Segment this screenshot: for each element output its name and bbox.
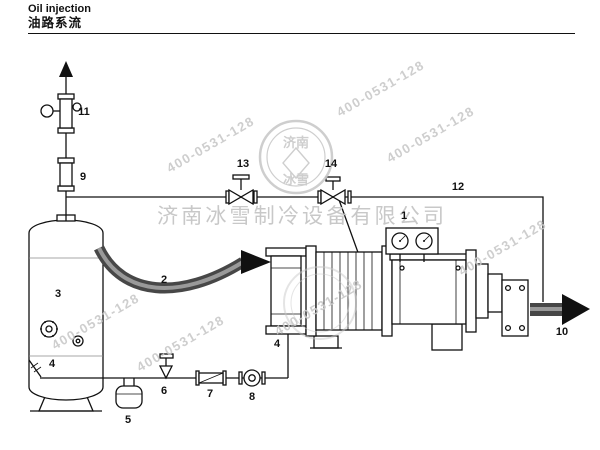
part-label-9: 9: [80, 171, 86, 183]
valve-14: [317, 176, 352, 206]
valve-9: [57, 157, 75, 192]
header-rule: [28, 33, 575, 35]
bottom-oil-line: [28, 334, 289, 409]
valve-13: [225, 174, 258, 206]
oil-filter-5: [115, 378, 143, 409]
part-label-10: 10: [556, 326, 568, 338]
part-label-4-riser: 4: [274, 338, 281, 350]
title-english: Oil injection: [28, 3, 91, 15]
vent-line: [40, 61, 82, 221]
watermark-logo-text-bottom: 冰雪: [283, 172, 309, 187]
watermark-company: 济南冰雪制冷设备有限公司: [157, 205, 447, 228]
part-label-13: 13: [237, 158, 249, 170]
part-label-7: 7: [207, 388, 213, 400]
suction-chamber: [265, 247, 307, 335]
suction-pipe: [94, 245, 271, 294]
part-label-3: 3: [55, 288, 61, 300]
part-label-2: 2: [161, 274, 167, 286]
compression-section: [389, 249, 477, 333]
vent-arrow-icon: [59, 61, 73, 77]
motor-section: [305, 245, 393, 337]
part-labels: 1 2 3 4 4 5 6 7 8 9 10 11 12 13 14: [49, 106, 568, 426]
watermark-logo-faint: [283, 266, 357, 340]
valve-6: [158, 353, 174, 380]
watermark-logo-text-top: 济南: [283, 135, 309, 150]
part-label-1: 1: [401, 210, 407, 222]
flow-arrow-icon: [241, 250, 271, 274]
watermark-phone-2: 400-0531-128: [334, 57, 427, 119]
discharge-arrow: [530, 294, 590, 325]
compressor: [265, 245, 529, 351]
part-label-4-tank: 4: [49, 358, 56, 370]
drain-fitting-4: [28, 359, 42, 378]
fitting-7: [195, 370, 227, 386]
watermark-phone-3: 400-0531-128: [384, 103, 477, 165]
valve-11: [40, 93, 82, 134]
part-label-12: 12: [452, 181, 464, 193]
sight-glass-8: [238, 369, 266, 387]
part-label-8: 8: [249, 391, 255, 403]
oil-separator-tank: [28, 214, 104, 412]
page-title: Oil injection 油路系流: [28, 3, 91, 31]
part-label-6: 6: [161, 385, 167, 397]
gauge-panel: [385, 227, 439, 262]
discharge-end: [475, 263, 529, 337]
part-label-11: 11: [78, 106, 90, 118]
sight-glass-icon: [40, 320, 84, 347]
part-label-14: 14: [325, 158, 338, 170]
watermark-logo: 济南 冰雪: [258, 119, 334, 195]
title-chinese: 油路系流: [28, 16, 83, 30]
injection-branch-line: [337, 196, 361, 259]
top-oil-line: [66, 174, 544, 302]
flow-arrow-icon: [562, 294, 590, 325]
watermark-phone-6: 400-0531-128: [456, 216, 549, 278]
watermark-phone-5: 400-0531-128: [134, 312, 227, 374]
part-label-5: 5: [125, 414, 131, 426]
